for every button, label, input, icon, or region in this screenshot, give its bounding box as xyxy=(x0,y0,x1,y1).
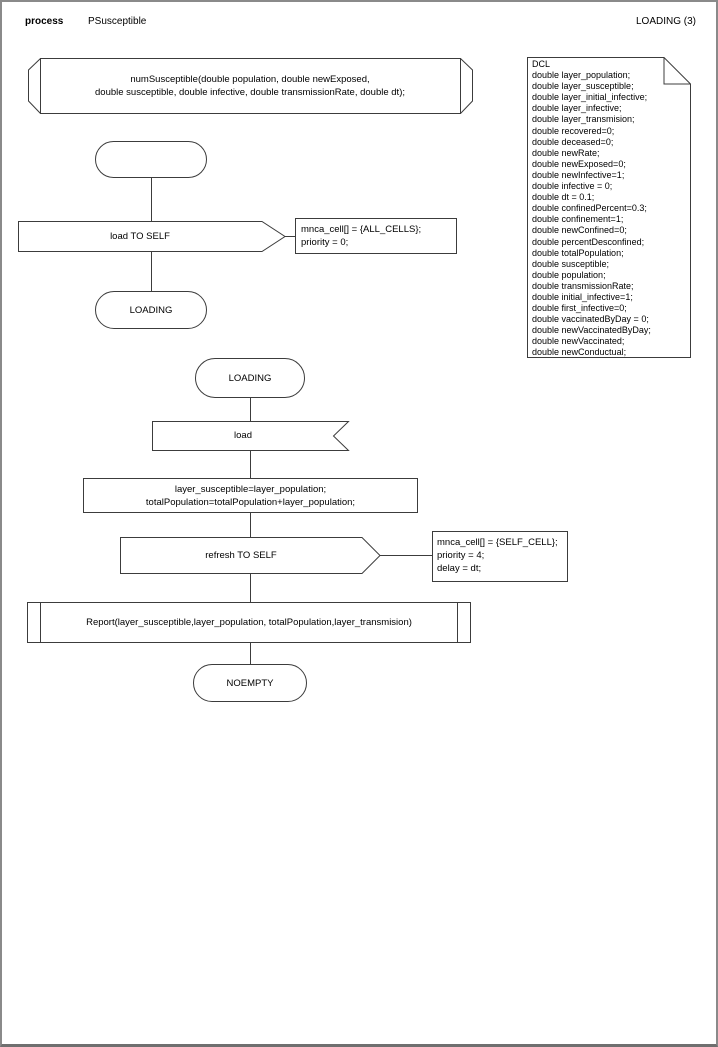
procedure-decl-shape[interactable] xyxy=(28,58,473,114)
report-left-bar xyxy=(40,603,41,642)
report-call-shape[interactable] xyxy=(27,602,471,643)
dcl-note-shape[interactable] xyxy=(527,57,691,358)
start-state-shape[interactable] xyxy=(95,141,207,178)
assign-block-shape[interactable] xyxy=(83,478,418,513)
send-load-shape[interactable] xyxy=(18,221,286,252)
input-load-shape[interactable] xyxy=(152,421,350,451)
report-right-bar xyxy=(457,603,458,642)
header-state-label: LOADING (3) xyxy=(635,16,696,27)
send-refresh-shape[interactable] xyxy=(120,537,381,574)
state-loading-result-shape[interactable] xyxy=(95,291,207,329)
state-loading-shape[interactable] xyxy=(195,358,305,398)
note-load-shape[interactable] xyxy=(295,218,457,254)
header-kind-label: process xyxy=(25,16,64,27)
header-process-name: PSusceptible xyxy=(88,16,147,27)
state-noempty-shape[interactable] xyxy=(193,664,307,702)
note-refresh-shape[interactable] xyxy=(432,531,568,582)
